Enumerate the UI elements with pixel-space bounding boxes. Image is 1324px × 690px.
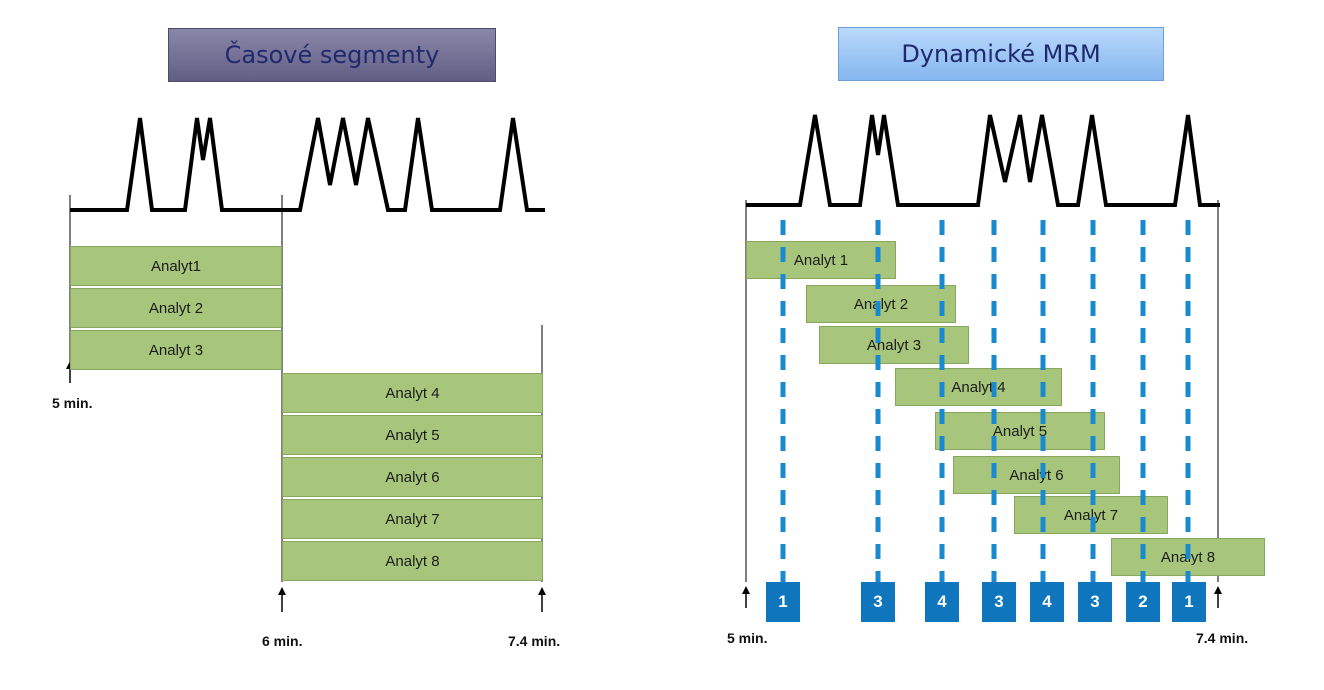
title-casove-segmenty: Časové segmenty	[168, 28, 496, 82]
left-arrow-6min	[278, 587, 286, 612]
count-box-5: 4	[1030, 582, 1064, 622]
right-label-5min: 5 min.	[727, 630, 768, 646]
title-dynamicke-mrm: Dynamické MRM	[838, 27, 1164, 81]
right-arrow-5min	[742, 586, 750, 608]
count-box-4: 3	[982, 582, 1016, 622]
count-box-6: 3	[1078, 582, 1112, 622]
right-bar-analyte-4: Analyt 4	[895, 368, 1062, 406]
right-bar-analyte-7: Analyt 7	[1014, 496, 1168, 534]
right-bar-analyte-3: Analyt 3	[819, 326, 969, 364]
right-bar-analyte-5: Analyt 5	[935, 412, 1105, 450]
right-label-7min: 7.4 min.	[1196, 630, 1249, 646]
left-bar-analyte-3: Analyt 3	[70, 330, 282, 370]
left-label-5min: 5 min.	[52, 395, 93, 411]
left-label-7min: 7.4 min.	[508, 633, 561, 649]
left-bar-analyte-8: Analyt 8	[282, 541, 543, 581]
count-box-3: 4	[925, 582, 959, 622]
count-box-7: 2	[1126, 582, 1160, 622]
right-bar-analyte-6: Analyt 6	[953, 456, 1120, 494]
left-chromatogram-trace	[70, 117, 545, 212]
right-bar-analyte-2: Analyt 2	[806, 285, 956, 323]
left-label-6min: 6 min.	[262, 633, 303, 649]
right-bar-analyte-1: Analyt 1	[746, 241, 896, 279]
left-bar-analyte-2: Analyt 2	[70, 288, 282, 328]
left-arrow-7min	[538, 587, 546, 612]
left-bar-analyte-7: Analyt 7	[282, 499, 543, 539]
right-arrow-7min	[1214, 586, 1222, 608]
right-chromatogram-trace	[746, 114, 1220, 207]
left-bar-analyte-4: Analyt 4	[282, 373, 543, 413]
left-bar-analyte-5: Analyt 5	[282, 415, 543, 455]
right-bar-analyte-8: Analyt 8	[1111, 538, 1265, 576]
count-box-1: 1	[766, 582, 800, 622]
left-bar-analyte-6: Analyt 6	[282, 457, 543, 497]
count-box-2: 3	[861, 582, 895, 622]
count-box-8: 1	[1172, 582, 1206, 622]
left-bar-analyte-1: Analyt1	[70, 246, 282, 286]
